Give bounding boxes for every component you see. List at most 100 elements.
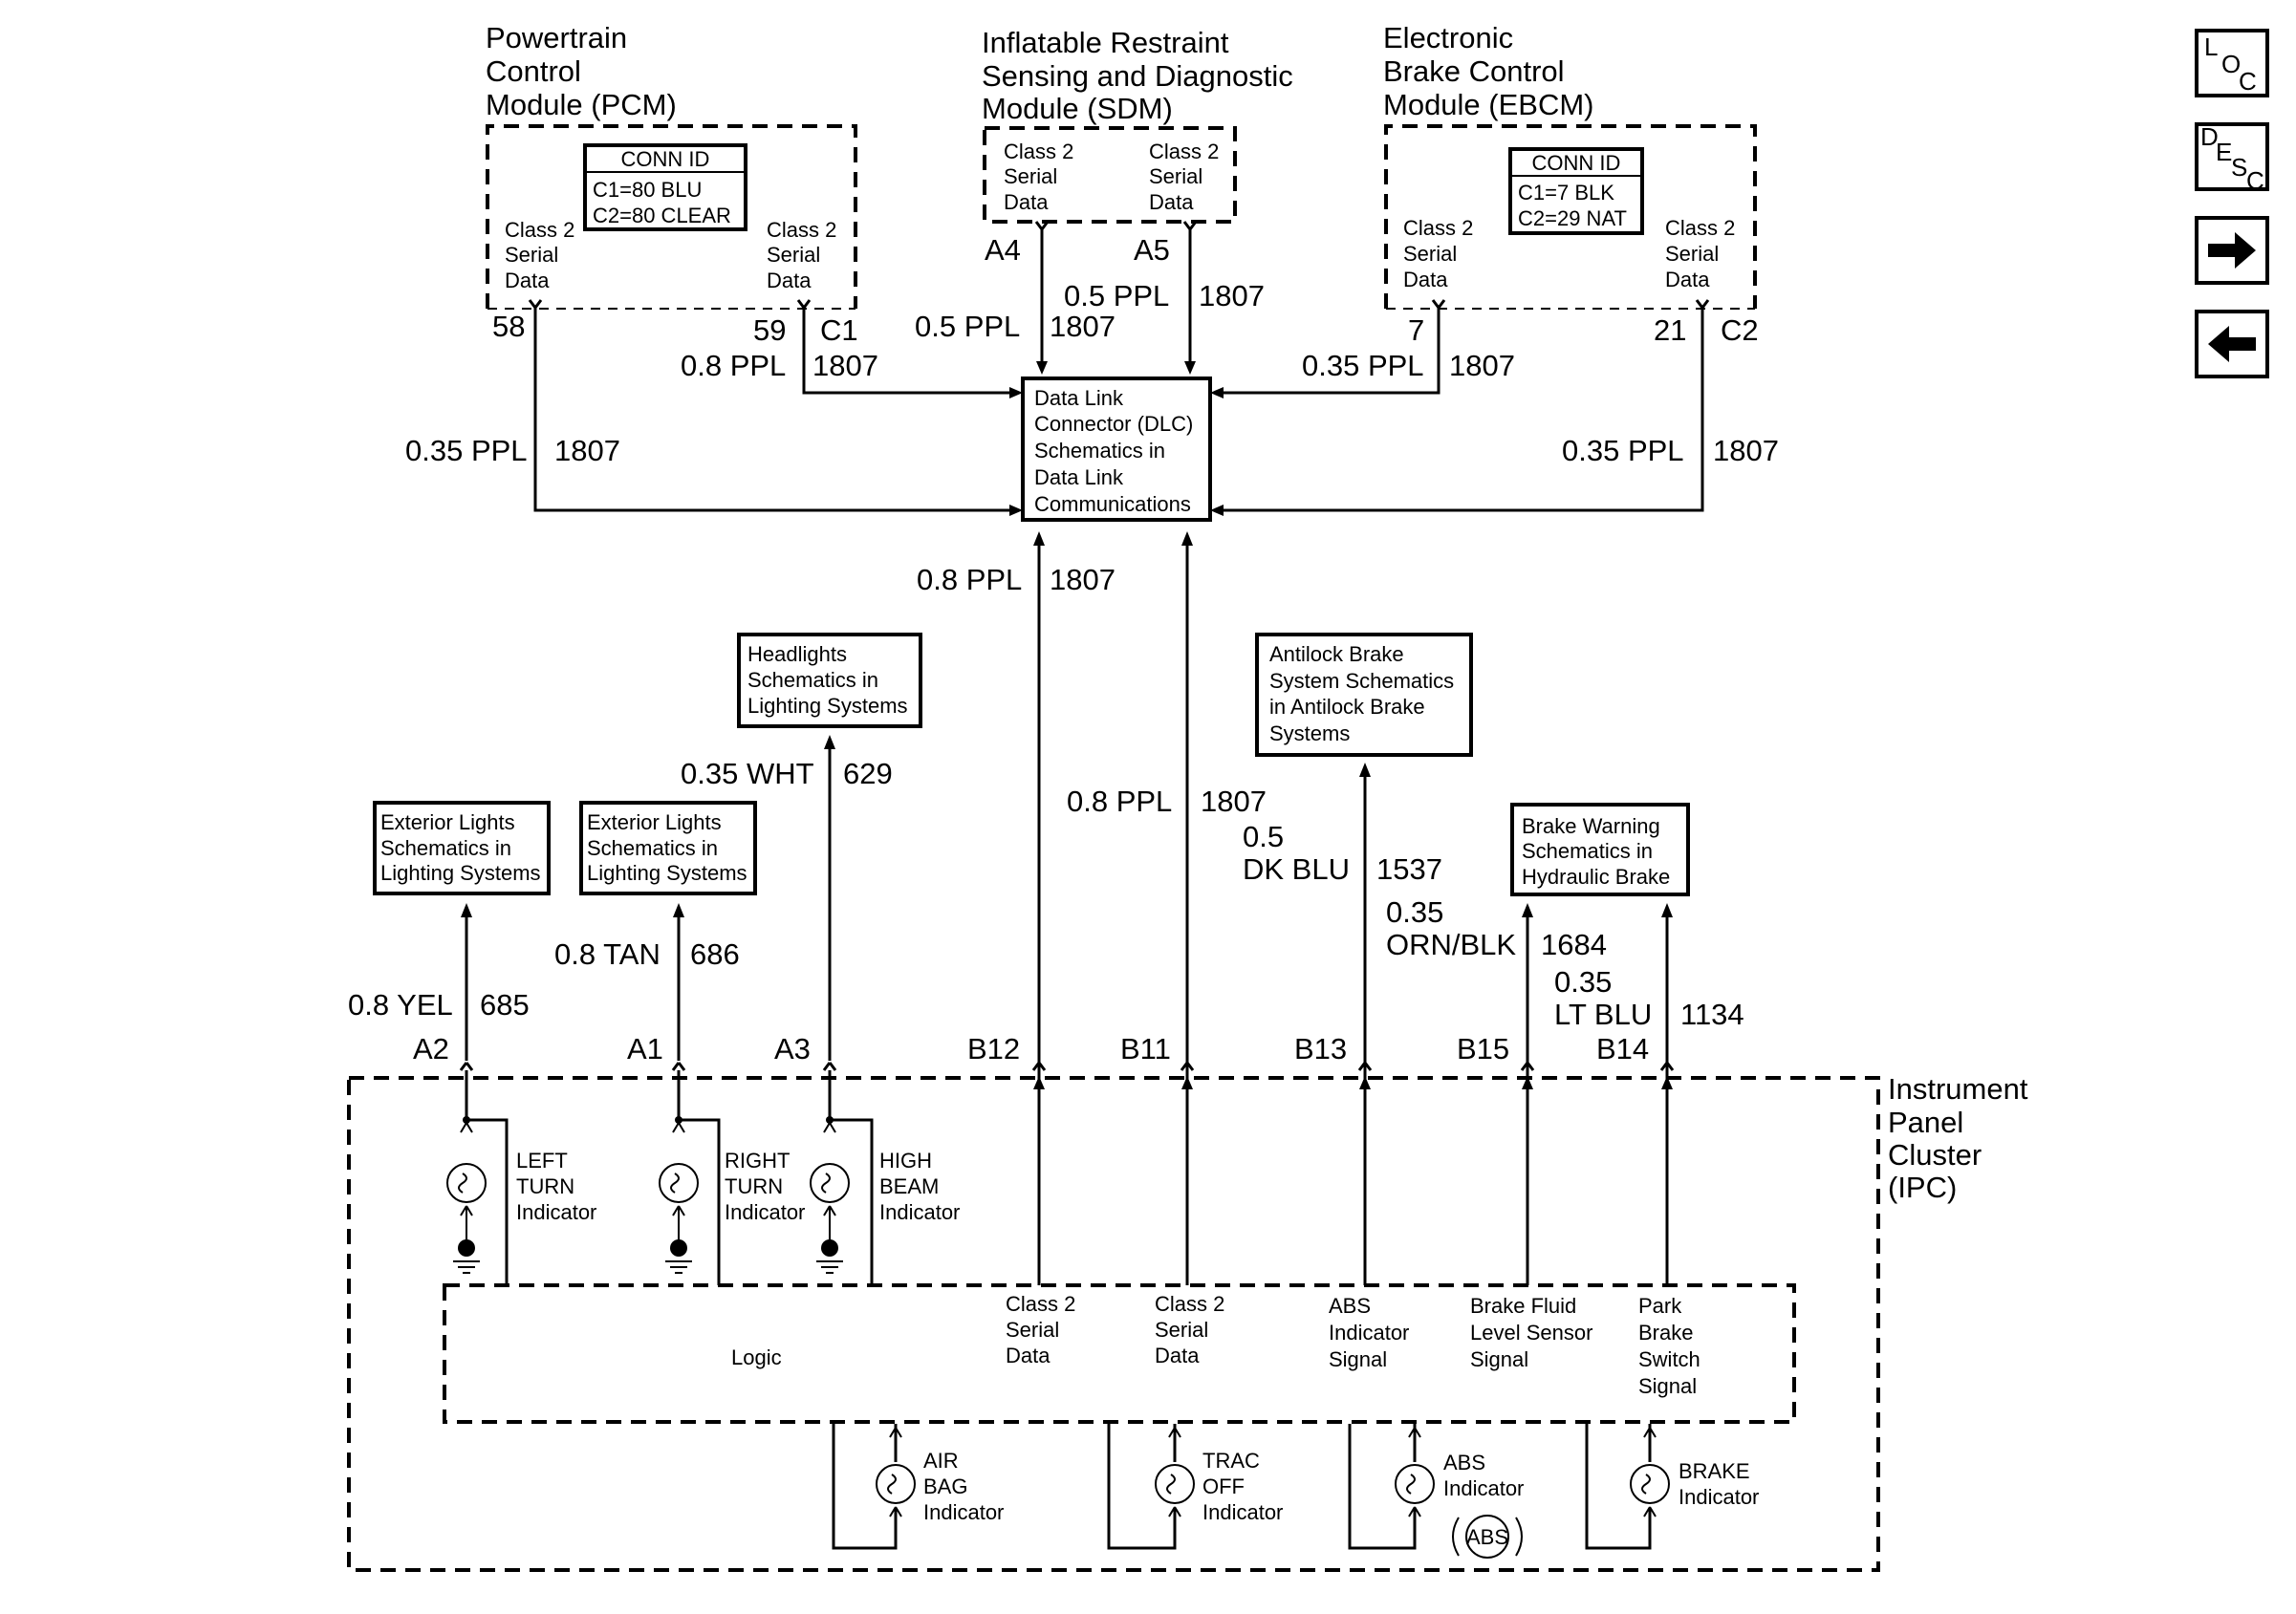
desc-letter-s: S xyxy=(2231,153,2247,182)
ref-headlights[interactable]: Headlights Schematics in Lighting System… xyxy=(737,633,922,728)
pcm-pin-59: 59 xyxy=(753,313,786,347)
ebcm-conn-id-box: CONN ID C1=7 BLK C2=29 NAT xyxy=(1508,147,1644,235)
sdm-module: Inflatable Restraint Sensing and Diagnos… xyxy=(982,26,1301,267)
ref-antilock-brake-label: Antilock Brake System Schematics in Anti… xyxy=(1269,642,1460,745)
wire-ebcm7-circuit: 1807 xyxy=(1449,349,1515,382)
ref-exterior-lights-1[interactable]: Exterior Lights Schematics in Lighting S… xyxy=(373,801,551,895)
pcm-title: Powertrain Control Module (PCM) xyxy=(486,21,677,121)
ground-icon xyxy=(821,1239,838,1257)
ebcm-connector-c2: C2 xyxy=(1721,313,1759,347)
circuit-a2 xyxy=(459,903,474,1071)
logic-label-b11: Class 2 Serial Data xyxy=(1155,1292,1230,1367)
left-turn-label: LEFT TURN Indicator xyxy=(516,1149,596,1224)
sdm-left-label: Class 2 Serial Data xyxy=(1004,140,1079,214)
bulb-icon xyxy=(876,1464,916,1504)
wire-pcm58-size: 0.35 PPL xyxy=(405,434,528,467)
dlc-box[interactable]: Data Link Connector (DLC) Schematics in … xyxy=(1021,377,1212,522)
logic-label-b13: ABS Indicator Signal xyxy=(1329,1294,1416,1371)
wire-pcm59-size: 0.8 PPL xyxy=(681,349,786,382)
ground-icon xyxy=(670,1239,687,1257)
wire-b13-circuit: 1537 xyxy=(1376,852,1442,886)
pin-b11: B11 xyxy=(1120,1032,1171,1065)
abs-warning-symbol-icon: ABS xyxy=(1452,1515,1523,1559)
circuit-b15 xyxy=(1520,903,1535,1285)
dlc-label: Data Link Connector (DLC) Schematics in … xyxy=(1034,386,1199,516)
forward-button[interactable] xyxy=(2195,216,2269,285)
ebcm-right-label: Class 2 Serial Data xyxy=(1665,216,1741,291)
wire-b13-size: 0.5 DK BLU xyxy=(1243,820,1350,886)
wire-a3-circuit: 629 xyxy=(843,757,893,790)
bulb-icon xyxy=(446,1163,487,1203)
pin-b13: B13 xyxy=(1294,1032,1347,1065)
ref-exterior-lights-2[interactable]: Exterior Lights Schematics in Lighting S… xyxy=(579,801,757,895)
wire-b15-circuit: 1684 xyxy=(1541,928,1607,961)
loc-letter-l: L xyxy=(2204,32,2218,61)
wire-ebcm21-size: 0.35 PPL xyxy=(1562,434,1684,467)
pcm-conn-id-box: CONN ID C1=80 BLU C2=80 CLEAR xyxy=(583,143,747,231)
sdm-a4-wire xyxy=(1034,221,1050,375)
pcm-right-label: Class 2 Serial Data xyxy=(767,218,842,292)
wire-sdma4-circuit: 1807 xyxy=(1050,310,1116,343)
wire-b15-size: 0.35 ORN/BLK xyxy=(1386,895,1516,961)
wire-b12-circuit: 1807 xyxy=(1050,563,1116,596)
pcm-58-wire xyxy=(528,299,1023,516)
logic-label-b15: Brake Fluid Level Sensor Signal xyxy=(1470,1294,1599,1371)
desc-letter-e: E xyxy=(2216,138,2232,166)
ebcm-21-wire xyxy=(1210,299,1710,516)
brake-indicator-label: BRAKE Indicator xyxy=(1679,1459,1759,1509)
pin-b15: B15 xyxy=(1457,1032,1509,1065)
arrow-right-icon xyxy=(2208,232,2256,269)
trac-off-indicator: TRAC OFF Indicator xyxy=(1107,1424,1283,1550)
ebcm-pin-21: 21 xyxy=(1654,313,1686,347)
wire-ebcm7-size: 0.35 PPL xyxy=(1302,349,1424,382)
ref-brake-warning[interactable]: Brake Warning Schematics in Hydraulic Br… xyxy=(1510,803,1690,896)
ebcm-left-label: Class 2 Serial Data xyxy=(1403,216,1479,291)
pin-a1: A1 xyxy=(627,1032,663,1065)
wire-sdma4-size: 0.5 PPL xyxy=(915,310,1020,343)
right-turn-indicator: RIGHT TURN Indicator xyxy=(659,1070,805,1285)
logic-label-b14: Park Brake Switch Signal xyxy=(1638,1294,1706,1398)
loc-letter-c: C xyxy=(2239,67,2257,96)
ebcm-conn-c1: C1=7 BLK xyxy=(1518,181,1614,204)
abs-symbol-text: ABS xyxy=(1466,1525,1508,1549)
circuit-b13 xyxy=(1357,763,1373,1285)
ipc-outline xyxy=(347,1076,1880,1572)
wire-pcm59-circuit: 1807 xyxy=(812,349,878,382)
sdm-pin-a4: A4 xyxy=(985,233,1021,267)
back-button[interactable] xyxy=(2195,310,2269,378)
sdm-pin-a5: A5 xyxy=(1134,233,1170,267)
pcm-connector-c1: C1 xyxy=(820,313,858,347)
desc-letter-c: C xyxy=(2246,166,2264,195)
wire-ebcm21-circuit: 1807 xyxy=(1713,434,1779,467)
left-turn-indicator: LEFT TURN Indicator xyxy=(446,1070,596,1285)
bulb-icon xyxy=(1155,1464,1195,1504)
logic-label-b12: Class 2 Serial Data xyxy=(1006,1292,1081,1367)
airbag-indicator: AIR BAG Indicator xyxy=(832,1424,1004,1550)
circuit-b12 xyxy=(1031,531,1047,1285)
bulb-icon xyxy=(659,1163,699,1203)
wire-a1-size: 0.8 TAN xyxy=(554,937,661,971)
ebcm-7-wire xyxy=(1210,299,1446,398)
ref-exterior-lights-1-label: Exterior Lights Schematics in Lighting S… xyxy=(380,810,541,885)
loc-button[interactable]: L O C xyxy=(2195,29,2269,97)
ebcm-conn-id-title: CONN ID xyxy=(1532,151,1621,175)
pin-b14: B14 xyxy=(1596,1032,1649,1065)
circuit-b11 xyxy=(1180,531,1195,1285)
ipc-title: Instrument Panel Cluster (IPC) xyxy=(1888,1072,2036,1204)
pcm-conn-c1: C1=80 BLU xyxy=(593,178,702,202)
sdm-title: Inflatable Restraint Sensing and Diagnos… xyxy=(982,26,1301,125)
pcm-conn-c2: C2=80 CLEAR xyxy=(593,204,731,227)
wire-pcm58-circuit: 1807 xyxy=(554,434,620,467)
ref-exterior-lights-2-label: Exterior Lights Schematics in Lighting S… xyxy=(587,810,747,885)
bulb-icon xyxy=(1630,1464,1670,1504)
ground-icon xyxy=(458,1239,475,1257)
ref-antilock-brake[interactable]: Antilock Brake System Schematics in Anti… xyxy=(1255,633,1473,757)
pin-a2: A2 xyxy=(413,1032,449,1065)
circuit-b14 xyxy=(1659,903,1675,1285)
airbag-label: AIR BAG Indicator xyxy=(923,1449,1004,1524)
wire-sdma5-size: 0.5 PPL xyxy=(1064,279,1169,312)
arrow-left-icon xyxy=(2208,326,2256,362)
desc-button[interactable]: D E S C xyxy=(2195,122,2269,195)
